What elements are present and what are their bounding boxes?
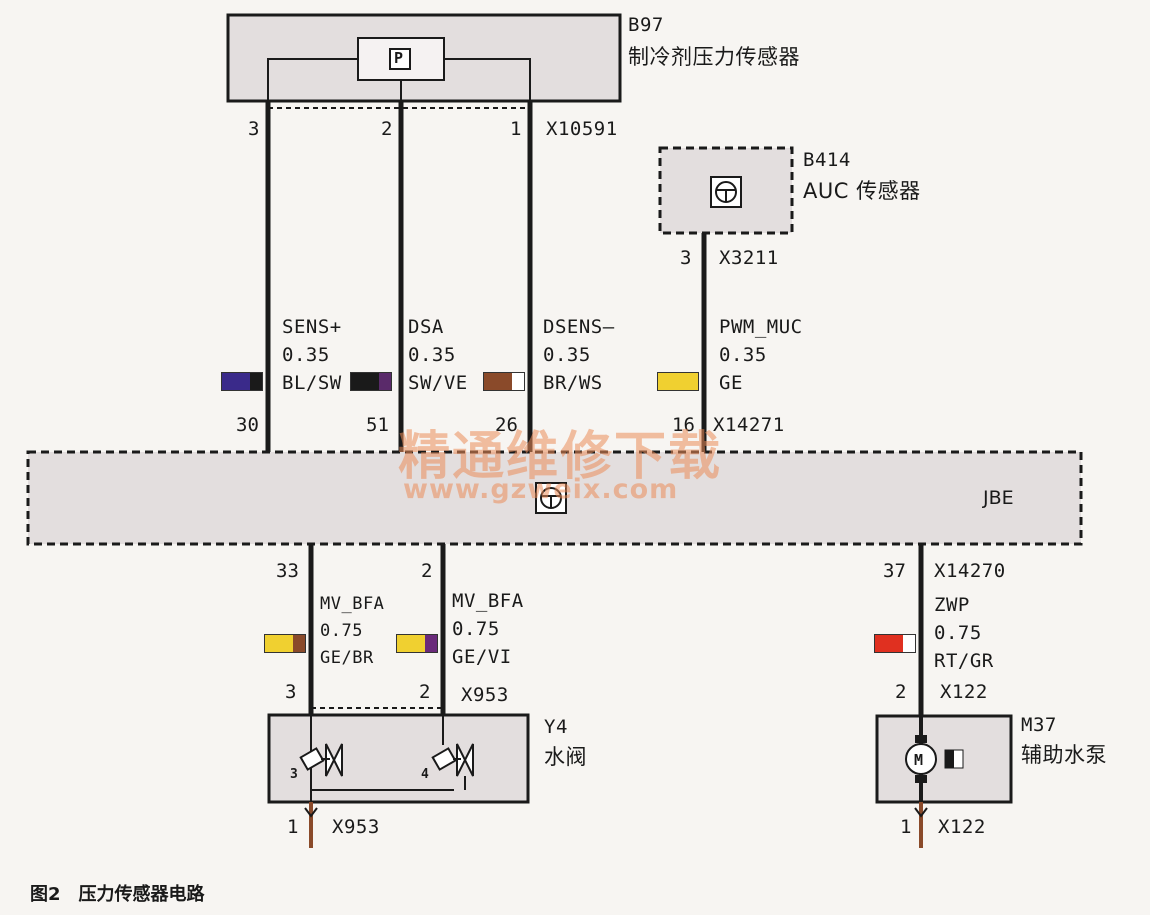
- wire-label-dsens-color: BR/WS: [543, 372, 603, 394]
- pin-y4-3: 3: [285, 681, 297, 703]
- b414-id: B414: [803, 149, 851, 171]
- y4-connector-in: X953: [461, 684, 509, 706]
- watermark-url: www.gzweix.com: [403, 474, 679, 505]
- b97-id: B97: [628, 14, 664, 36]
- b97-internal-line-1: [444, 58, 531, 101]
- y4-name: 水阀: [544, 745, 587, 769]
- valve-pin-4: 4: [421, 767, 429, 782]
- wire-label-zwp-color: RT/GR: [934, 650, 994, 672]
- pin-jbe-51: 51: [366, 414, 389, 436]
- wire-label-sens-plus-gauge: 0.35: [282, 344, 330, 366]
- y4-id: Y4: [544, 716, 568, 738]
- jbe-label: JBE: [983, 487, 1014, 509]
- wire-color-swatch: [221, 372, 263, 391]
- motor-symbol-letter: M: [914, 751, 924, 769]
- jbe-connector-top: X14271: [713, 414, 785, 436]
- pin-top-pwm: 3: [680, 247, 692, 269]
- wire-label-dsa-signal: DSA: [408, 316, 444, 338]
- jbe-icon-spokes: [541, 495, 561, 508]
- m37-name: 辅助水泵: [1021, 743, 1107, 767]
- b414-icon-spokes: [716, 189, 736, 202]
- pressure-symbol-letter: P: [394, 49, 404, 67]
- b97-connector: X10591: [546, 118, 618, 140]
- m37-shield-fill: [945, 750, 954, 768]
- wire-label-dsens-signal: DSENS—: [543, 316, 615, 338]
- pin-top-dsa: 2: [381, 118, 393, 140]
- wire-label-zwp-signal: ZWP: [934, 594, 970, 616]
- wire-label-mv2-gauge: 0.75: [452, 618, 500, 640]
- pin-top-sens-plus: 3: [248, 118, 260, 140]
- m37-connector-in: X122: [940, 681, 988, 703]
- m37-id: M37: [1021, 714, 1057, 736]
- wire-label-mv1-gauge: 0.75: [320, 621, 363, 641]
- wire-color-swatch: [483, 372, 525, 391]
- wire-color-swatch: [396, 634, 438, 653]
- wire-label-mv2-signal: MV_BFA: [452, 590, 524, 612]
- m37-box: [875, 714, 1013, 804]
- pin-jbe-16: 16: [672, 414, 695, 436]
- solenoid-valve-icon-2: [431, 743, 474, 790]
- wire-label-mv1-signal: MV_BFA: [320, 594, 385, 614]
- valve-pin-3: 3: [290, 767, 298, 782]
- y4-connector-out: X953: [332, 816, 380, 838]
- wire-label-pwm-signal: PWM_MUC: [719, 316, 803, 338]
- pin-m37-2: 2: [895, 681, 907, 703]
- b414-name: AUC 传感器: [803, 179, 921, 203]
- pin-y4-2: 2: [419, 681, 431, 703]
- b97-internal-line-3: [267, 58, 358, 101]
- wire-label-mv1-color: GE/BR: [320, 648, 374, 668]
- pressure-symbol-frame: [389, 48, 411, 70]
- figure-caption: 图2 压力传感器电路: [30, 884, 205, 905]
- y4-arrow: [304, 807, 318, 818]
- m37-motor-bar-bottom: [915, 775, 927, 783]
- pin-jbe-2: 2: [421, 560, 433, 582]
- pin-jbe-37: 37: [883, 560, 906, 582]
- wire-color-swatch: [874, 634, 916, 653]
- pin-m37-1: 1: [900, 816, 912, 838]
- wire-label-sens-plus-signal: SENS+: [282, 316, 342, 338]
- b97-name: 制冷剂压力传感器: [628, 45, 800, 69]
- wire-label-sens-plus-color: BL/SW: [282, 372, 342, 394]
- m37-motor-bar-top: [915, 735, 927, 743]
- jbe-connector-bottom: X14270: [934, 560, 1006, 582]
- wire-label-pwm-gauge: 0.35: [719, 344, 767, 366]
- pin-jbe-30: 30: [236, 414, 259, 436]
- wire-label-dsens-gauge: 0.35: [543, 344, 591, 366]
- wire-label-dsa-color: SW/VE: [408, 372, 468, 394]
- solenoid-valve-icon-1: [299, 743, 343, 777]
- wire-label-dsa-gauge: 0.35: [408, 344, 456, 366]
- wire-label-pwm-color: GE: [719, 372, 743, 394]
- wire-label-zwp-gauge: 0.75: [934, 622, 982, 644]
- wire-color-swatch: [657, 372, 699, 391]
- m37-connector-out: X122: [938, 816, 986, 838]
- motor-icon: [905, 743, 937, 775]
- b414-connector: X3211: [719, 247, 779, 269]
- wire-color-swatch: [264, 634, 306, 653]
- wire-label-mv2-color: GE/VI: [452, 646, 512, 668]
- m37-arrow: [914, 807, 928, 818]
- pin-jbe-26: 26: [495, 414, 518, 436]
- pin-top-dsens: 1: [510, 118, 522, 140]
- wire-color-swatch: [350, 372, 392, 391]
- pin-y4-1: 1: [287, 816, 299, 838]
- pin-jbe-33: 33: [276, 560, 299, 582]
- watermark-title: 精通维修下载: [398, 427, 723, 487]
